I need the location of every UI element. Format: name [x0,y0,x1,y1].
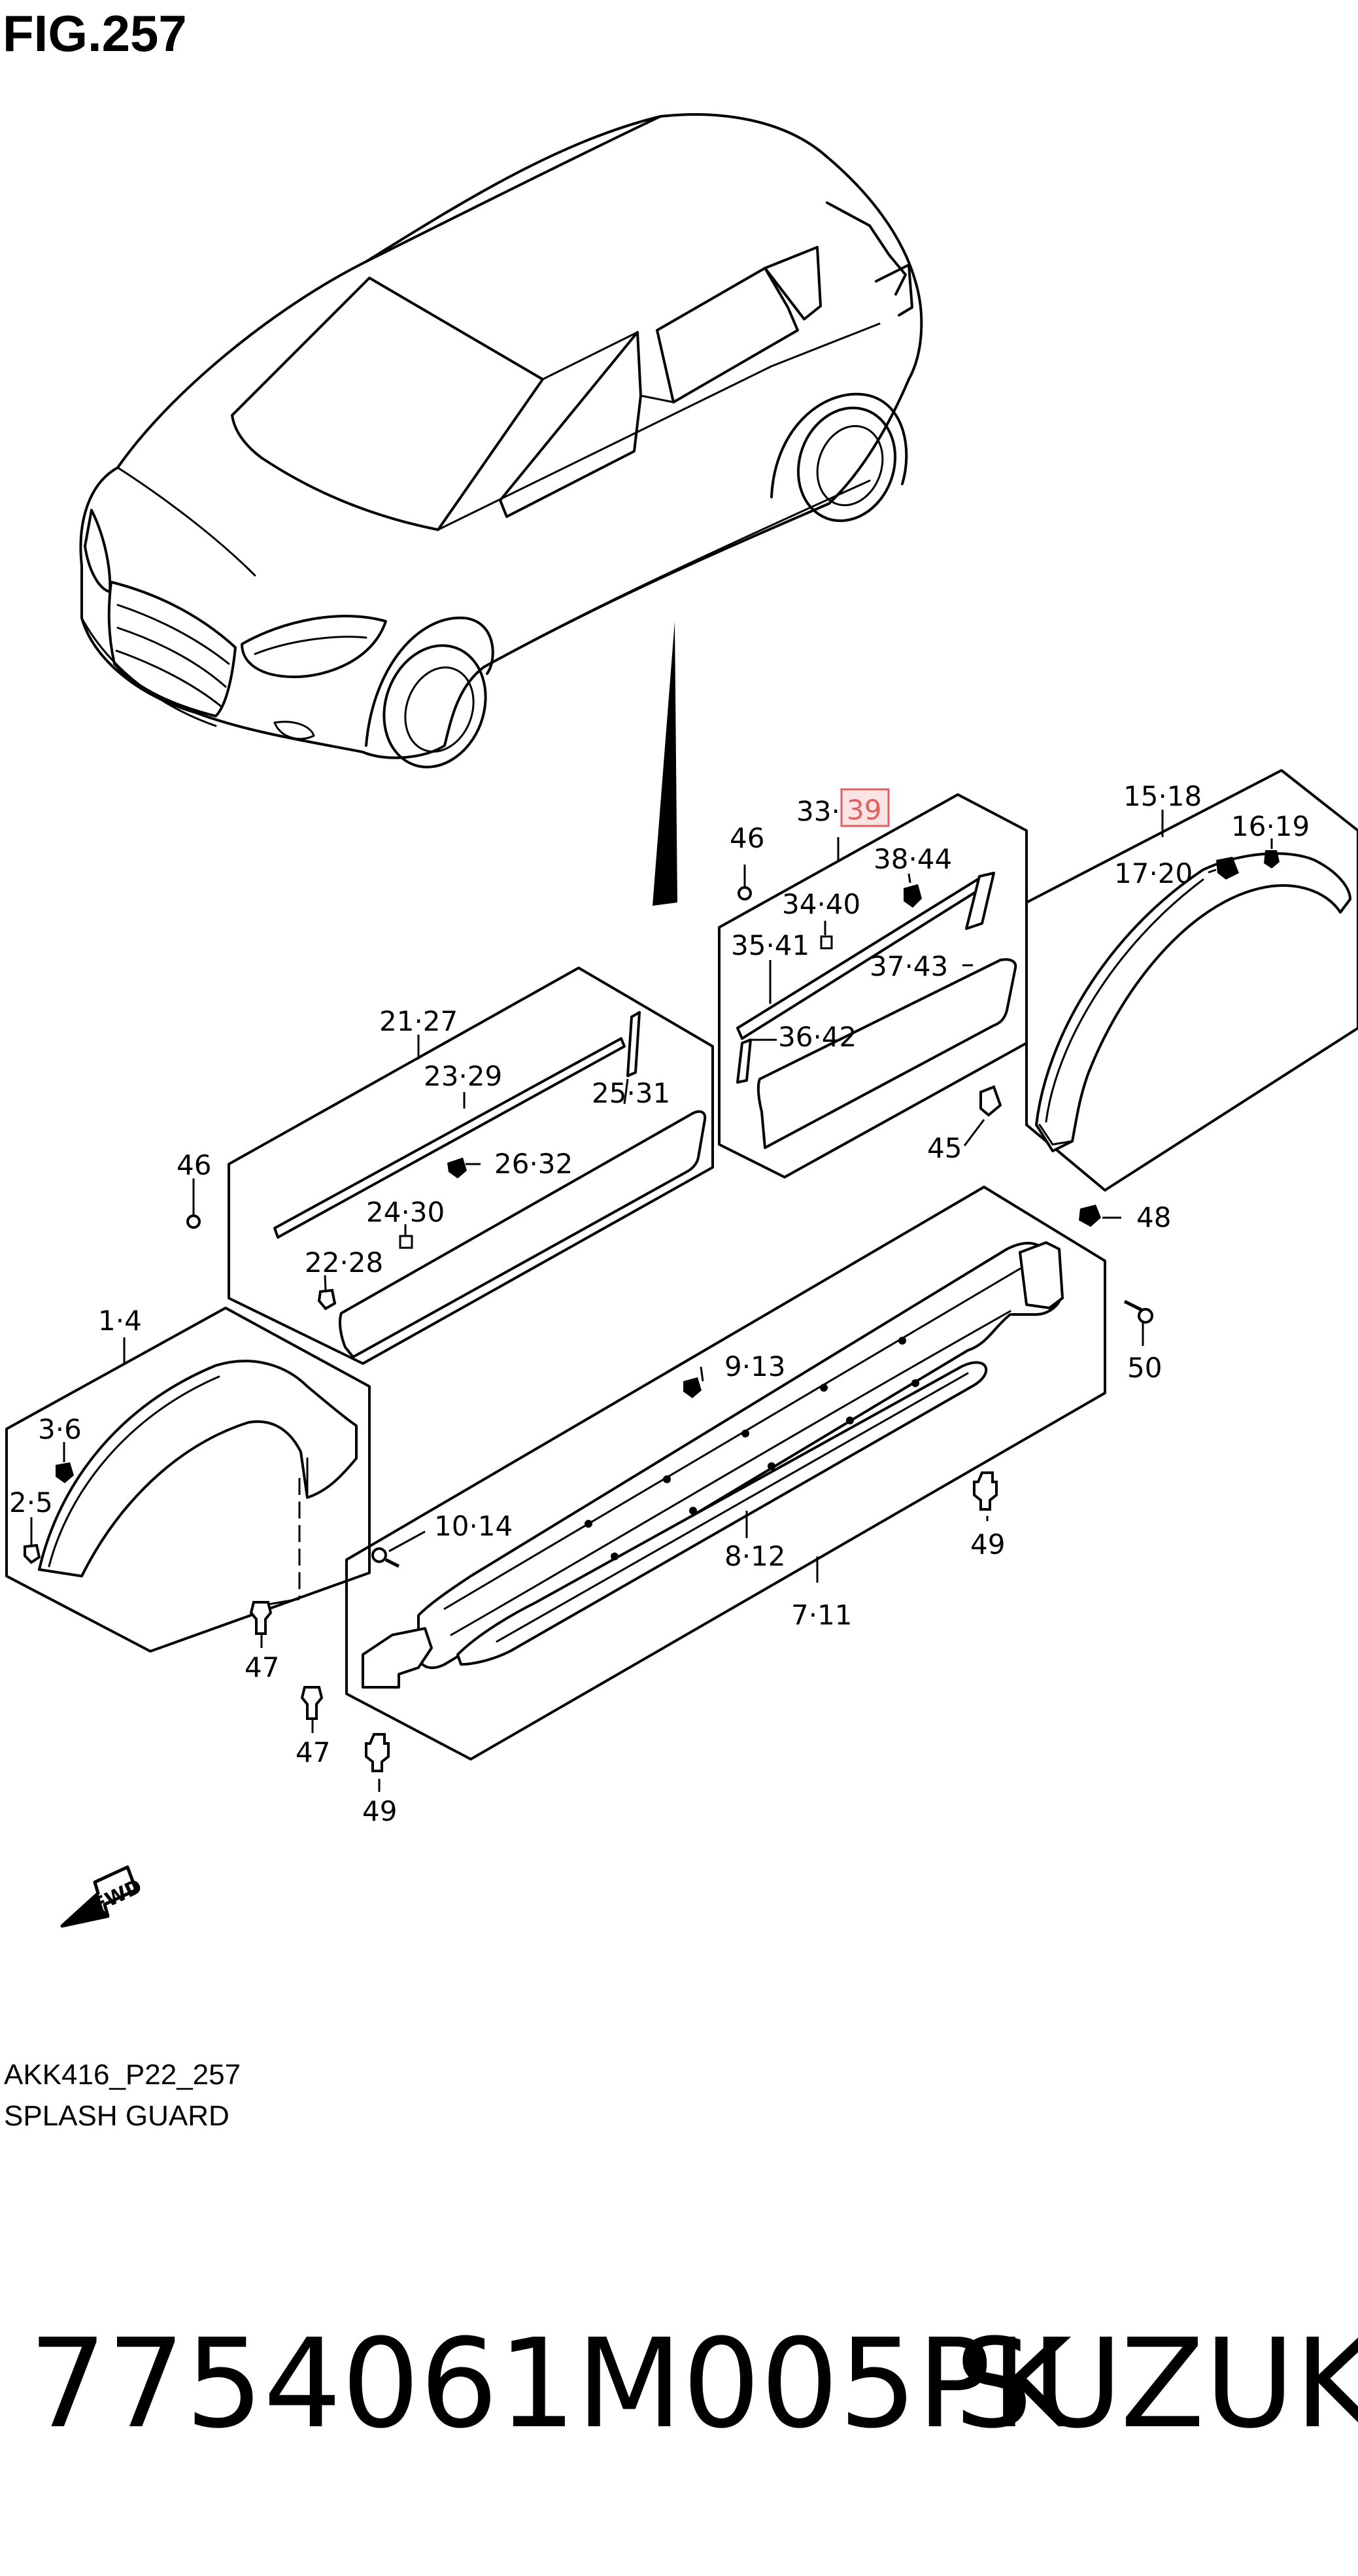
callout-3-6[interactable]: 3·6 [38,1413,82,1445]
callout-10-14[interactable]: 10·14 [434,1510,513,1542]
clip-16-19-icon [1264,850,1280,868]
callout-38-44[interactable]: 38·44 [874,843,952,875]
callout-35-41[interactable]: 35·41 [731,929,809,961]
fastener-47-upper-icon [249,1601,273,1648]
callout-36-42[interactable]: 36·42 [778,1021,857,1053]
clip-2-5-icon [24,1543,41,1564]
fastener-49-left-icon [365,1733,390,1792]
callout-49-right[interactable]: 49 [970,1528,1005,1560]
diagram-code: AKK416_P22_257 [4,2059,241,2091]
clip-22-28-icon [317,1288,337,1311]
callout-24-30[interactable]: 24·30 [366,1196,445,1228]
callout-39[interactable]: 39 [847,794,881,826]
callout-22-28[interactable]: 22·28 [305,1246,383,1279]
screw-10-14-icon [371,1547,400,1568]
clip-38-44-icon [904,884,922,908]
clip-17-20-icon [1216,857,1239,880]
callout-26-32[interactable]: 26·32 [494,1148,573,1180]
fastener-47-lower-icon [300,1686,324,1733]
callout-37-43[interactable]: 37·43 [870,950,948,982]
callout-8-12[interactable]: 8·12 [724,1540,786,1572]
fwd-arrow-icon: FWD [60,1865,146,1928]
panel-rear-fender [1025,769,1358,1192]
callout-48[interactable]: 48 [1136,1201,1171,1233]
clip-9-13-icon [683,1377,702,1398]
clip-46-icon [738,886,752,901]
callout-9-13[interactable]: 9·13 [724,1350,786,1382]
callout-39-highlight [840,788,890,827]
callout-17-20[interactable]: 17·20 [1114,857,1193,889]
fastener-49-right-icon [973,1471,998,1521]
callout-47-lower[interactable]: 47 [296,1736,330,1768]
figure-title: FIG.257 [3,5,187,62]
callout-2-5[interactable]: 2·5 [9,1486,53,1519]
panel-rear-door-molding [718,793,1028,1178]
clip-48-icon [1079,1205,1121,1227]
clip-26-32-icon [447,1158,467,1178]
clip-46-lower-icon [186,1214,201,1229]
pointer-wedge [653,621,677,906]
screw-50-icon [1123,1299,1153,1346]
panel-front-fender [5,1307,371,1653]
callout-46-lower[interactable]: 46 [177,1149,211,1181]
clip-34-40-icon [820,935,833,950]
callout-34-40[interactable]: 34·40 [782,888,860,920]
callout-1-4[interactable]: 1·4 [98,1305,142,1337]
brand-name: SUZUKI [955,2312,1358,2456]
callout-45[interactable]: 45 [927,1132,962,1164]
callout-23-29[interactable]: 23·29 [424,1060,502,1092]
callout-47-upper[interactable]: 47 [245,1651,279,1683]
callout-46-upper[interactable]: 46 [730,822,764,854]
car-illustration [79,113,923,768]
callout-33[interactable]: 33· [796,795,840,827]
panel-side-sill [345,1186,1106,1760]
callout-15-18[interactable]: 15·18 [1123,780,1202,812]
section-name: SPLASH GUARD [4,2100,229,2132]
panel-front-door-molding [186,967,714,1365]
part-number: 7754061M005PK [29,2312,1075,2456]
callout-21-27[interactable]: 21·27 [379,1005,458,1037]
sill-studs [585,1337,919,1560]
callout-25-31[interactable]: 25·31 [592,1077,670,1109]
callout-50[interactable]: 50 [1127,1352,1162,1384]
clip-24-30-icon [399,1235,413,1249]
clip-45-icon [963,1085,1002,1146]
callout-7-11[interactable]: 7·11 [791,1599,853,1631]
clip-3-6-icon [56,1462,74,1483]
callout-16-19[interactable]: 16·19 [1231,810,1310,842]
callout-49-left[interactable]: 49 [362,1795,397,1827]
